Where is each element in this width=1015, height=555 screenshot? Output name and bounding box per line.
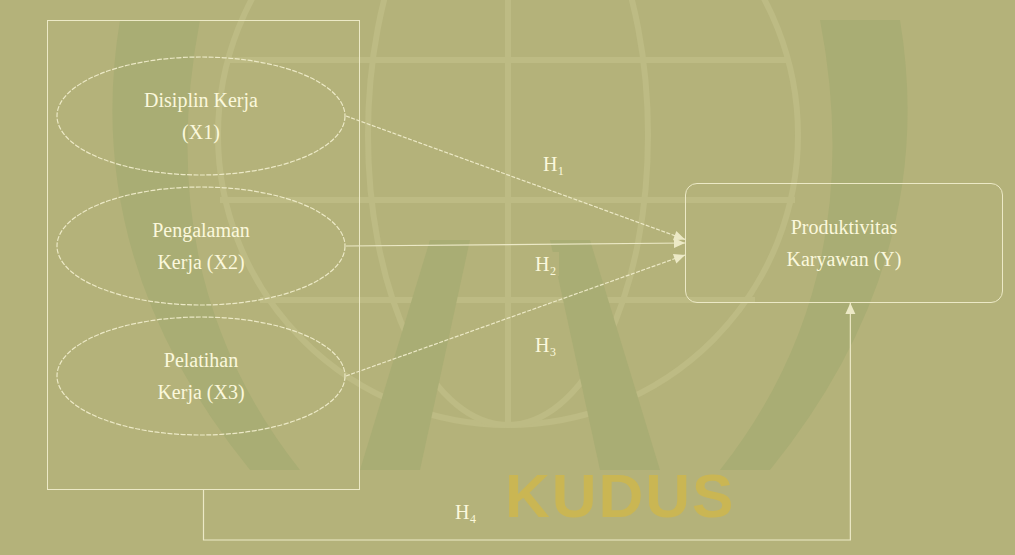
ellipse-outline <box>56 56 346 176</box>
node-label: Pengalaman Kerja (X2) <box>141 214 261 278</box>
ellipse-outline <box>56 186 346 306</box>
variable-group: Disiplin Kerja (X1) Pengalaman Kerja (X2)… <box>47 20 360 490</box>
hypothesis-arrow <box>204 303 856 540</box>
hypothesis-label: H₃ <box>532 333 559 357</box>
node-label: Pelatihan Kerja (X3) <box>141 344 261 408</box>
hypothesis-arrow <box>346 116 685 240</box>
hypothesis-label: H₁ <box>540 152 567 176</box>
globe-watermark <box>218 0 798 425</box>
node-label: Produktivitas Karyawan (Y) <box>759 211 929 275</box>
node-label: Disiplin Kerja (X1) <box>126 84 276 148</box>
variable-ellipse: Disiplin Kerja (X1) <box>56 56 346 176</box>
hypothesis-arrow <box>346 238 685 248</box>
variable-ellipse: Pelatihan Kerja (X3) <box>56 316 346 436</box>
hypothesis-arrow <box>346 254 685 376</box>
dependent-box: Produktivitas Karyawan (Y) <box>685 183 1003 303</box>
variable-ellipse: Pengalaman Kerja (X2) <box>56 186 346 306</box>
swoosh-watermark <box>112 20 907 470</box>
watermark-text: KUDUS <box>505 465 735 527</box>
ellipse-outline <box>56 316 346 436</box>
hypothesis-label: H₂ <box>532 252 559 276</box>
hypothesis-label: H₄ <box>452 500 479 524</box>
